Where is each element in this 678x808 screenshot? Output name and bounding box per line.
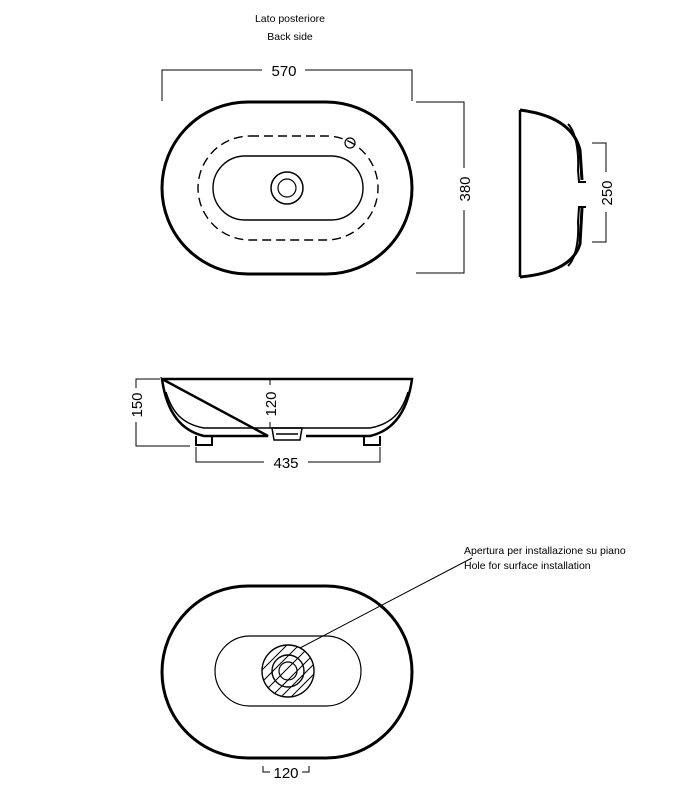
width-dimension-line [161, 69, 413, 101]
side-height-dimension-label: 250 [599, 180, 616, 205]
front-view-drain [271, 427, 303, 441]
back-side-label-en: Back side [267, 31, 313, 43]
height-dimension-line [135, 378, 190, 447]
drain-inner [277, 178, 297, 198]
top-view-outer-rim [160, 100, 414, 276]
bottom-view-foot-outline [214, 635, 362, 707]
bottom-view-outer-rim [160, 584, 414, 760]
installation-hole-inner [278, 661, 298, 681]
note-leader-line [299, 557, 473, 649]
side-view-lower-foot [567, 206, 586, 267]
height-dimension-label: 150 [129, 392, 146, 417]
installation-note-en: Hole for surface installation [464, 560, 591, 572]
top-view: 570 380 [160, 63, 474, 276]
top-view-bowl-floor [212, 155, 364, 221]
installation-hole-mid [271, 654, 305, 688]
hole-width-dimension-line [262, 766, 310, 773]
front-view-outline [160, 376, 414, 438]
front-view-inner-line [165, 391, 409, 429]
depth-dimension-line [416, 101, 465, 274]
back-side-label-it: Lato posteriore [255, 13, 325, 25]
depth-dimension-label: 380 [457, 176, 474, 201]
installation-hole-hatch [262, 645, 314, 697]
inner-height-dimension-label: 120 [263, 391, 280, 416]
overflow-hole [344, 137, 356, 149]
side-height-dimension-line [592, 142, 607, 243]
side-view-upper-foot [567, 123, 586, 183]
drain-outer [270, 171, 304, 205]
side-view: 250 [518, 108, 616, 279]
top-view-inner-basin [197, 135, 379, 241]
bottom-view: Apertura per installazione su piano Hole… [160, 545, 626, 782]
width-dimension-label: 570 [271, 63, 296, 80]
base-width-dimension-label: 435 [273, 455, 298, 472]
installation-note-it: Apertura per installazione su piano [464, 545, 626, 557]
front-view-right-foot [363, 436, 381, 446]
front-view-left-foot [195, 436, 213, 446]
side-view-outline-curve [519, 108, 584, 279]
hole-width-dimension-label: 120 [273, 765, 298, 782]
front-view: 150 120 435 [129, 376, 414, 472]
installation-hole-outer [261, 644, 315, 698]
base-width-dimension-line [195, 447, 381, 463]
